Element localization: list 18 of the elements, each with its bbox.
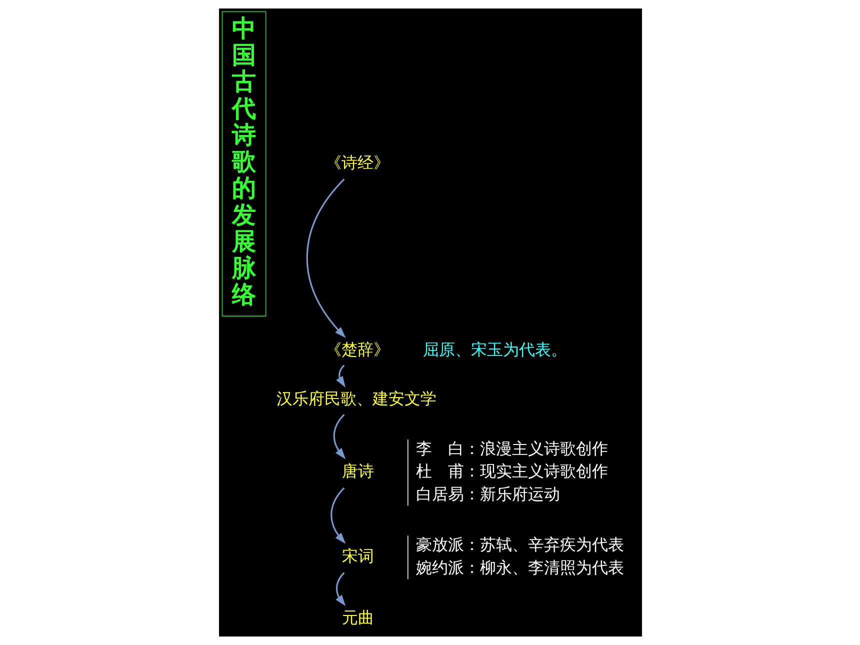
node-box: 中国古代诗歌的发展脉络 xyxy=(221,11,266,316)
node-text: 宋词 xyxy=(342,546,374,566)
arrow xyxy=(335,572,346,606)
arrow xyxy=(306,178,346,338)
node-text: 元曲 xyxy=(342,608,374,627)
node-text: 《诗经》 xyxy=(325,152,390,172)
node-label: 李 白：浪漫主义诗歌创作 xyxy=(415,439,608,458)
node-label: 白居易：新乐府运动 xyxy=(415,484,560,504)
node-label: 屈原、宋玉为代表。 xyxy=(422,340,566,359)
node-text: 汉乐府民歌、建安文学 xyxy=(276,389,436,408)
node-label: 豪放派：苏轼、辛弃疾为代表 xyxy=(415,535,624,554)
node-text: 唐诗 xyxy=(342,462,374,481)
node-label: 婉约派：柳永、李清照为代表 xyxy=(415,558,624,577)
arrow xyxy=(330,487,346,544)
node-label: 杜 甫：现实主义诗歌创作 xyxy=(415,462,608,481)
arrow xyxy=(332,414,346,460)
arrow xyxy=(336,364,345,388)
node-text: 《楚辞》 xyxy=(325,340,390,359)
